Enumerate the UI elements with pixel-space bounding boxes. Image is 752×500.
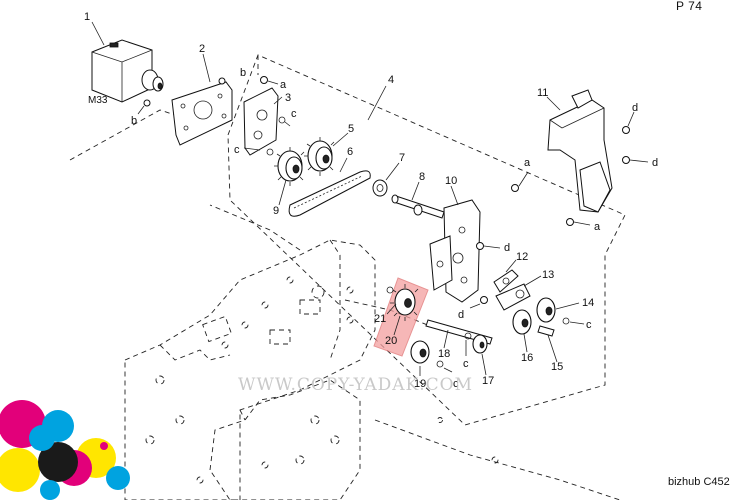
screw-label-a: a [594,221,601,233]
callout-12: 12 [516,251,528,263]
clip-c-2 [243,147,274,156]
callout-9: 9 [273,205,279,217]
gear-17 [472,334,488,354]
timing-belt [288,170,371,217]
screw-label-c: c [463,358,469,370]
screw-d-1 [622,111,635,134]
callout-16: 16 [521,352,533,364]
motor-label: M33 [88,95,108,106]
gear-bracket-10 [429,199,481,303]
callout-20: 20 [385,335,397,347]
clip-c-5 [562,317,585,325]
screw-label-c: c [586,319,592,331]
callout-7: 7 [399,152,405,164]
screw-a-2 [511,171,529,192]
callout-13: 13 [542,269,554,281]
motor-bracket [171,81,233,146]
arm-12 [493,269,519,293]
model-name: bizhub C452 [668,476,730,488]
callout-5: 5 [348,123,354,135]
callout-19: 19 [414,378,426,390]
callout-14: 14 [582,297,594,309]
link-13 [495,283,531,311]
screw-label-a: a [280,79,287,91]
callout-1: 1 [84,11,90,23]
screw-labels: a a a b b c c c c c d d d d [131,67,658,390]
callout-18: 18 [438,348,450,360]
clip-c-6 [386,286,394,294]
logo [0,400,130,500]
clip-c-4 [436,360,453,373]
callout-21: 21 [374,313,386,325]
gear-5 [304,137,335,176]
gear-14 [536,297,556,323]
screw-label-c: c [234,144,240,156]
screw-label-c: c [291,108,297,120]
gear-20 [390,284,419,321]
callout-10: 10 [445,175,457,187]
callout-11: 11 [537,87,548,99]
gear-9 [274,147,305,186]
gear-19 [410,340,430,364]
screw-label-d: d [458,309,464,321]
clip-c-3 [464,332,472,356]
screw-label-c: c [453,378,459,390]
screw-b-2 [137,99,151,115]
screw-d-2 [622,156,649,164]
screw-label-b: b [240,67,246,79]
shaft-8 [391,194,445,219]
watermark: WWW.COPY-YADAK.COM [238,375,473,395]
callout-4: 4 [388,74,394,86]
callout-2: 2 [199,43,205,55]
page-number: P 74 [676,0,703,13]
screw-label-b: b [131,115,137,127]
screw-label-d: d [632,102,638,114]
clip-c-1 [278,116,291,127]
screw-a-3 [566,218,591,226]
screw-label-a: a [524,157,531,169]
pin-15 [537,325,555,337]
callout-6: 6 [347,146,353,158]
washer-7 [372,179,388,197]
callout-15: 15 [551,361,563,373]
gear-16 [512,309,532,335]
cover-frame-11 [547,89,613,213]
bearing-plate [243,87,279,156]
screw-b-1 [218,77,226,85]
screw-label-d: d [504,242,510,254]
callout-8: 8 [419,171,425,183]
callout-3: 3 [285,92,291,104]
screw-d-4 [469,296,488,309]
motor-m33: M33 [88,39,164,106]
callout-17: 17 [482,375,494,387]
screw-label-d: d [652,157,658,169]
callouts: 1 2 3 4 5 6 7 8 9 10 11 12 13 14 15 16 1… [84,11,594,390]
screw-d-3 [476,242,501,250]
screw-a-1 [260,76,279,85]
